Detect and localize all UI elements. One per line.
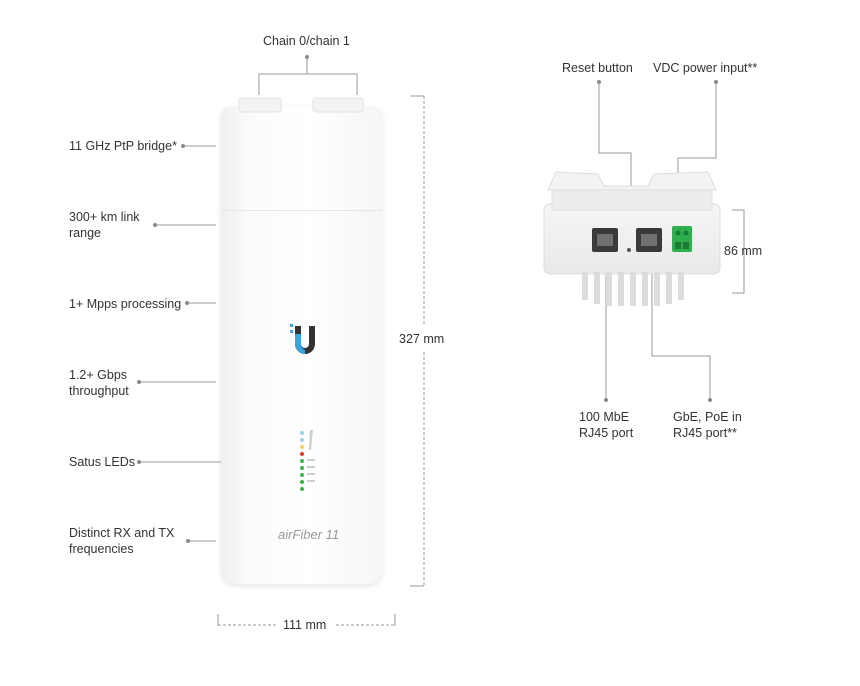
label-rx-tx: Distinct RX and TX frequencies: [69, 526, 175, 556]
label-ptp-bridge: 11 GHz PtP bridge*: [69, 139, 177, 153]
label-processing: 1+ Mpps processing: [69, 297, 182, 311]
label-chain: Chain 0/chain 1: [263, 34, 350, 48]
label-link-range: 300+ km link range: [69, 210, 140, 240]
label-mbe-port: 100 MbE RJ45 port: [579, 410, 634, 440]
status-led-panel: [300, 430, 315, 491]
airfiber-radio-bottom: [543, 171, 721, 306]
label-throughput: 1.2+ Gbps throughput: [69, 368, 129, 398]
airfiber-radio-front: [221, 106, 382, 584]
label-vdc-input: VDC power input**: [653, 61, 758, 75]
label-status-leds: Satus LEDs: [69, 455, 136, 469]
label-height: 327 mm: [399, 332, 445, 346]
housing-seam: [221, 210, 382, 211]
ubiquiti-logo-icon: [290, 324, 315, 354]
device-brand-label: airFiber 11: [278, 527, 340, 542]
label-gbe-port: GbE, PoE in RJ45 port**: [673, 410, 742, 440]
top-connectors: [238, 97, 364, 113]
label-reset-button: Reset button: [562, 61, 633, 75]
label-width: 111 mm: [283, 618, 327, 632]
label-depth: 86 mm: [724, 244, 763, 258]
